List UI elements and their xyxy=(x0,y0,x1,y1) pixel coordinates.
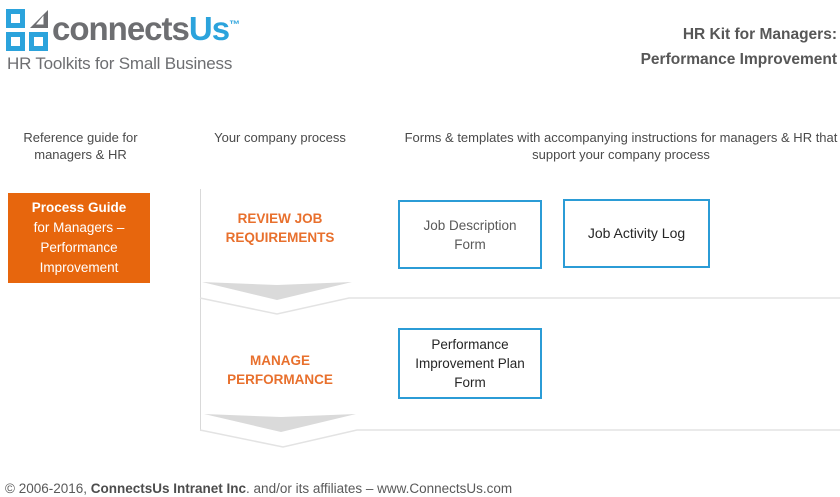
logo-square-icon xyxy=(6,32,25,51)
form-box-job-description-form[interactable]: Job Description Form xyxy=(398,200,542,269)
document-title-line1: HR Kit for Managers: xyxy=(682,26,837,43)
logo-word-blue: Us xyxy=(188,10,230,47)
logo-cursor-icon xyxy=(30,10,48,28)
logo-wordmark: connectsUs™ xyxy=(52,10,240,48)
process-guide-title: Process Guide xyxy=(31,200,127,215)
connectsus-logo xyxy=(6,9,48,51)
process-column-divider-line xyxy=(200,189,201,431)
step-label-manage-performance: MANAGE PERFORMANCE xyxy=(227,353,333,387)
process-guide-line4: Improvement xyxy=(39,260,119,275)
process-guide-line2: for Managers – xyxy=(33,220,125,235)
document-title-line2: Performance Improvement xyxy=(640,51,837,68)
step-label-review-job-requirements: REVIEW JOB REQUIREMENTS xyxy=(225,211,335,245)
logo-tagline: HR Toolkits for Small Business xyxy=(7,54,233,73)
footer-company-name: ConnectsUs Intranet Inc xyxy=(90,481,247,496)
process-guide-line3: Performance xyxy=(40,240,118,255)
column-header-company-process: Your company process xyxy=(214,130,346,145)
form-box-performance-improvement-plan[interactable]: Performance Improvement Plan Form xyxy=(398,328,542,399)
logo-square-icon xyxy=(6,9,25,28)
column-header-reference-guide: Reference guide for managers & HR xyxy=(23,130,138,162)
logo-word-gray: connects xyxy=(52,10,190,47)
trademark-symbol: ™ xyxy=(229,19,241,31)
copyright-footer: © 2006-2016, ConnectsUs Intranet Inc. an… xyxy=(5,481,512,496)
process-guide-box[interactable]: Process Guide for Managers – Performance… xyxy=(8,193,150,283)
logo-square-icon xyxy=(29,32,48,51)
document-title: HR Kit for Managers: Performance Improve… xyxy=(641,22,837,72)
chevron-down-divider xyxy=(199,282,840,315)
chevron-down-divider xyxy=(199,414,840,448)
form-box-job-activity-log[interactable]: Job Activity Log xyxy=(563,199,710,268)
footer-suffix: . and/or its affiliates – www.ConnectsUs… xyxy=(246,481,513,496)
column-header-forms-templates: Forms & templates with accompanying inst… xyxy=(404,130,838,162)
footer-prefix: © 2006-2016, xyxy=(5,481,91,496)
